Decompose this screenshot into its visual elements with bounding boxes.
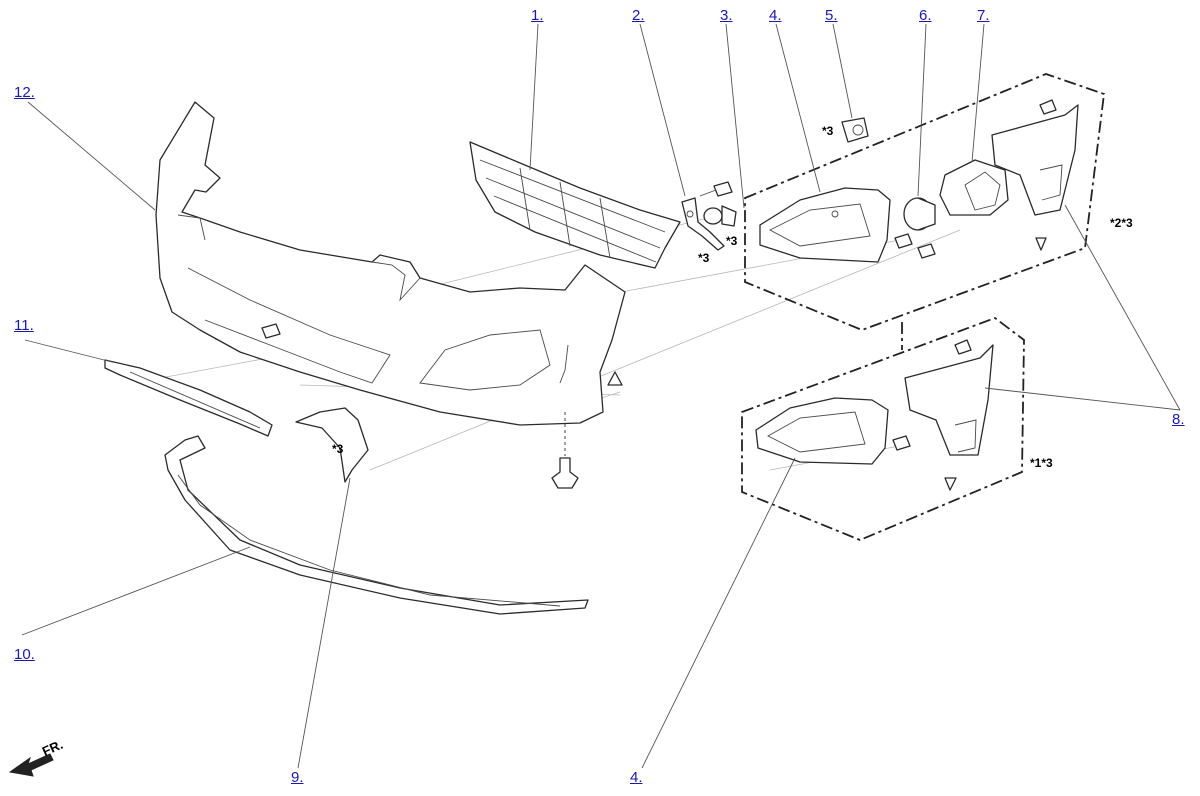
leader-lines — [21, 23, 1181, 769]
bolt-lower-mid — [892, 435, 911, 451]
bracket-part-2[interactable] — [681, 197, 725, 251]
fog-lamp-cover-lower-part-4[interactable] — [755, 397, 889, 465]
lamp-housing-part-7[interactable] — [939, 159, 1009, 216]
screw-lower — [551, 412, 579, 489]
callout-10-lower-spoiler[interactable]: 10. — [14, 646, 35, 663]
bracket-lower-part-8[interactable] — [904, 344, 994, 456]
callout-7-lamp-housing[interactable]: 7. — [977, 7, 990, 24]
note-group-lower: *1*3 — [1030, 456, 1053, 470]
callout-4-fog-lamp-cover-lower[interactable]: 4. — [630, 769, 643, 786]
front-direction-arrow — [8, 753, 54, 777]
bolt-bumper-left — [261, 323, 281, 339]
callout-8-bracket[interactable]: 8. — [1172, 411, 1185, 428]
lower-grille-part-1[interactable] — [469, 141, 681, 269]
callout-11-trim-strip[interactable]: 11. — [14, 317, 34, 334]
trim-strip-part-11[interactable] — [104, 359, 273, 437]
bolt-lower-right — [954, 339, 972, 355]
callout-3-clip[interactable]: 3. — [720, 7, 733, 24]
callout-4-fog-lamp-cover-upper[interactable]: 4. — [769, 7, 782, 24]
fog-lamp-cover-upper-part-4[interactable] — [759, 187, 891, 263]
callout-12-bumper-cover[interactable]: 12. — [14, 84, 35, 101]
bolt-upper-right — [1039, 99, 1057, 115]
clip-part-3[interactable] — [703, 205, 737, 227]
note-group-upper: *2*3 — [1110, 216, 1133, 230]
bulb-socket-part-6[interactable] — [903, 197, 936, 231]
arrow-lower — [944, 477, 957, 491]
bolt-upper — [699, 181, 733, 197]
arrow-upper — [1035, 237, 1047, 251]
note-star3-part2: *3 — [698, 251, 710, 265]
lower-spoiler-part-10[interactable] — [164, 435, 589, 615]
bolt-upper-mid-a — [894, 233, 913, 249]
upper-variant-group — [744, 73, 1105, 350]
lower-variant-group — [741, 316, 1025, 541]
note-star3-part9: *3 — [332, 442, 344, 456]
note-star3-part3: *3 — [726, 234, 738, 248]
bolt-upper-mid-b — [917, 243, 936, 259]
callout-5-connector[interactable]: 5. — [825, 7, 838, 24]
callout-2-bracket[interactable]: 2. — [632, 7, 645, 24]
callout-1-lower-grille[interactable]: 1. — [531, 7, 544, 24]
bumper-cover-part-12[interactable] — [155, 101, 626, 426]
arrow-bumper — [607, 371, 623, 386]
callout-6-bulb-socket[interactable]: 6. — [919, 7, 932, 24]
callout-9-garnish[interactable]: 9. — [291, 769, 304, 786]
connector-part-5[interactable] — [841, 117, 869, 143]
garnish-part-9[interactable] — [295, 407, 369, 483]
note-star3-part5: *3 — [822, 124, 834, 138]
bracket-upper-part-8[interactable] — [991, 104, 1079, 216]
